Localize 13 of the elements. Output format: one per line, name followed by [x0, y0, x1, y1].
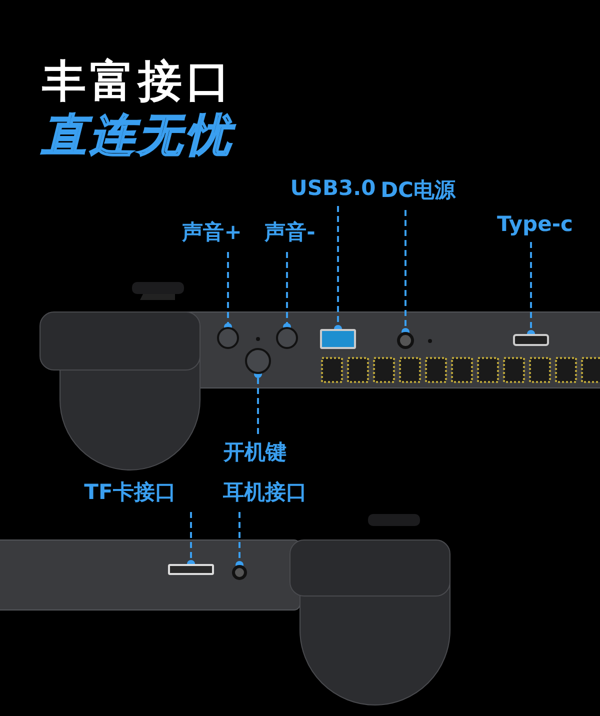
- callout-label: TF卡接口: [84, 478, 176, 506]
- callout-label: Type-c: [497, 212, 573, 236]
- callout-label: 开机键: [224, 438, 286, 466]
- callout-label: 声音+: [182, 218, 242, 246]
- usb-port: [320, 329, 356, 349]
- subtitle: 直连无忧: [42, 109, 234, 163]
- callout-label: USB3.0: [290, 176, 376, 200]
- card-slot: [168, 564, 214, 575]
- callout-label: DC电源: [380, 176, 456, 204]
- callout-label: 耳机接口: [223, 478, 307, 506]
- title: 丰富接口: [42, 55, 234, 109]
- callout-label: 声音-: [264, 218, 316, 246]
- usb-c-port: [513, 334, 549, 346]
